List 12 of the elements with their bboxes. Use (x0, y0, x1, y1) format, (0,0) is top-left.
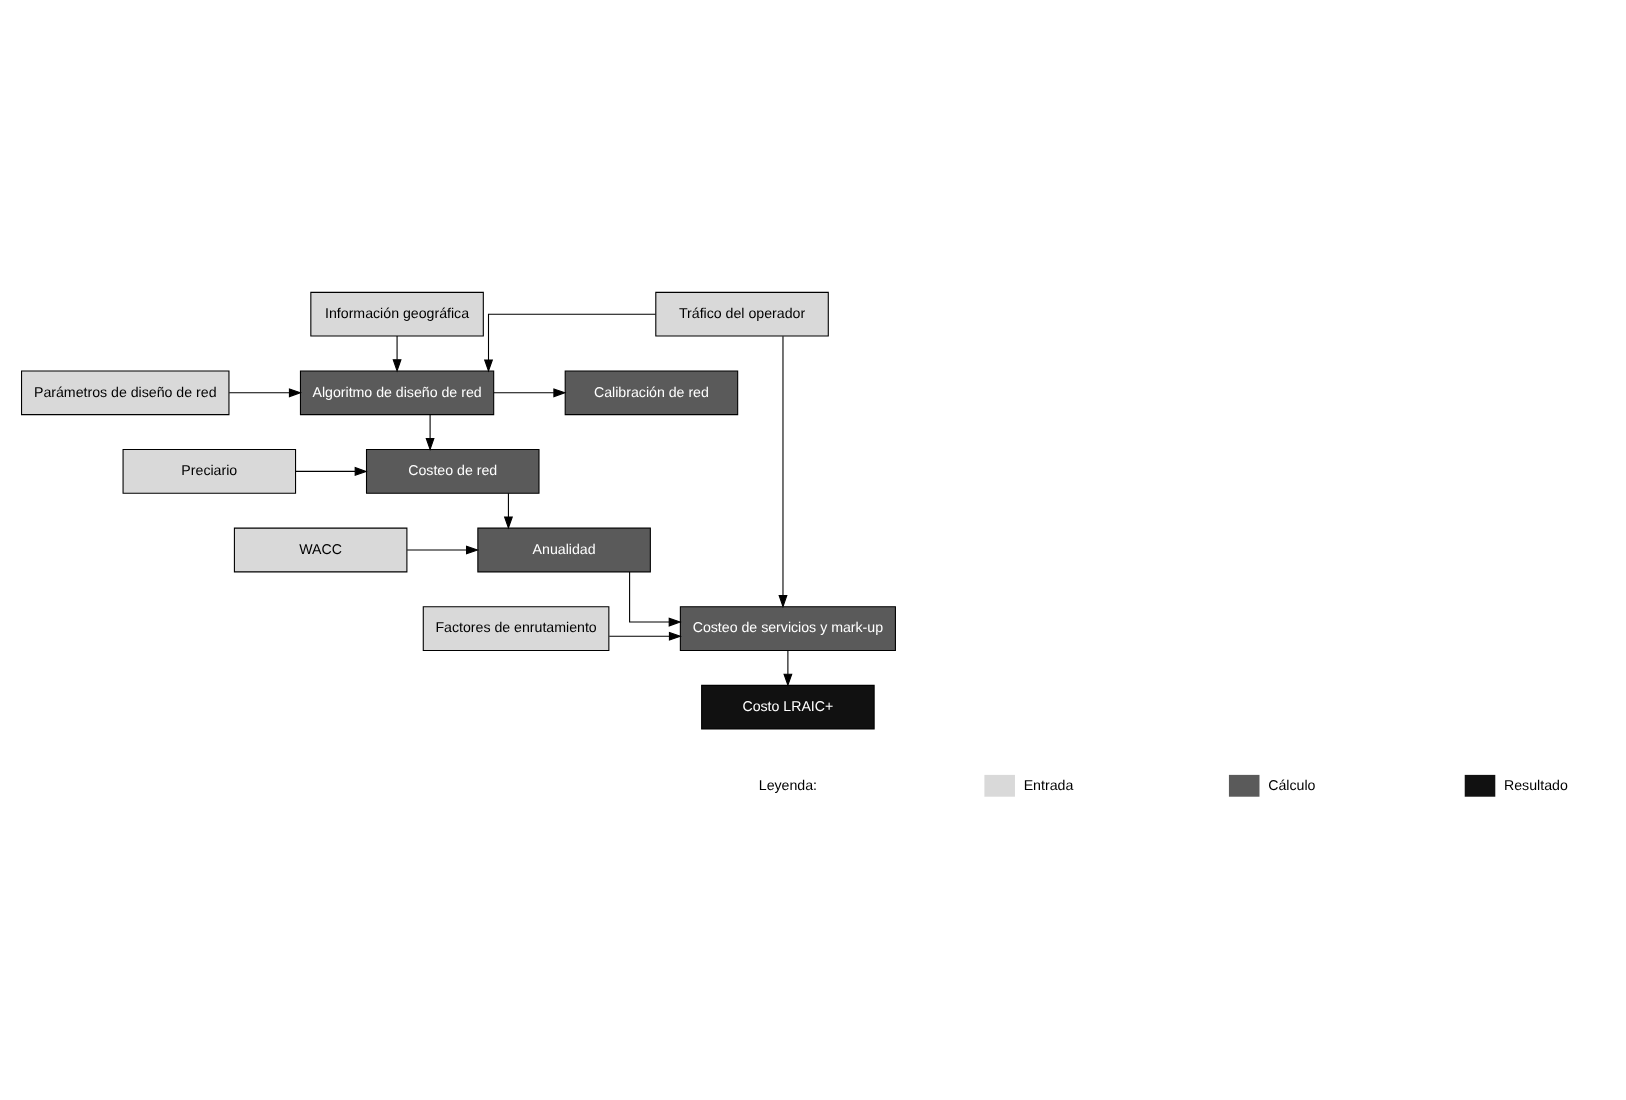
arrow (228, 388, 302, 398)
arrow (493, 388, 567, 398)
arrow (778, 335, 788, 609)
arrow (783, 649, 793, 687)
arrow (425, 414, 435, 451)
arrow (629, 571, 682, 627)
arrow (406, 545, 480, 555)
arrow (608, 631, 682, 641)
arrow (295, 466, 368, 476)
arrow (392, 335, 402, 373)
arrow (483, 313, 657, 373)
arrow (503, 492, 513, 530)
